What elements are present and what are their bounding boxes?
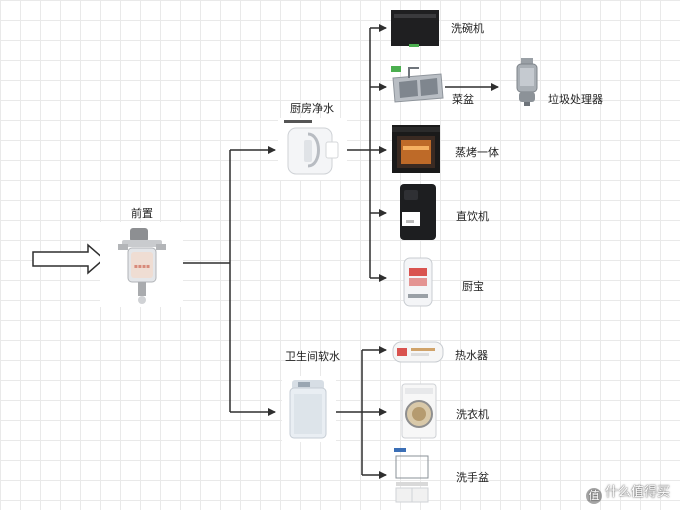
prefilter-image: ▪▪▪▪ [100,222,183,307]
bathroom-softener-image [282,376,336,442]
sink-label: 菜盆 [452,93,474,106]
watermark: 值什么值得买 [585,481,670,504]
dishwasher-label: 洗碗机 [451,22,484,35]
watermark-badge: 值 [585,488,602,504]
water-heater-label: 热水器 [455,349,488,362]
bathroom-softener-label: 卫生间软水 [285,350,340,363]
washing-machine-label: 洗衣机 [456,408,489,421]
watermark-text: 什么值得买 [604,485,670,500]
steam-oven-image [391,124,441,174]
kitchen-heater-image [398,254,438,312]
inlet-arrow [32,243,106,275]
prefilter-label: 前置 [131,207,153,220]
wash-basin-label: 洗手盆 [456,471,489,484]
wash-basin-image [392,446,432,504]
garbage-disposer-image [512,56,542,108]
garbage-disposer-label: 垃圾处理器 [548,93,603,106]
water-heater-image [391,336,445,368]
steam-oven-label: 蒸烤一体 [455,146,499,159]
dishwasher-image [389,6,441,50]
svg-text:▪▪▪▪: ▪▪▪▪ [134,263,150,270]
kitchen-purifier-image [278,118,347,180]
direct-drinker-image [396,182,440,244]
washing-machine-image [400,382,438,440]
kitchen-purifier-label: 厨房净水 [290,102,334,115]
direct-drinker-label: 直饮机 [456,210,489,223]
kitchen-heater-label: 厨宝 [462,280,484,293]
sink-image [389,64,445,108]
